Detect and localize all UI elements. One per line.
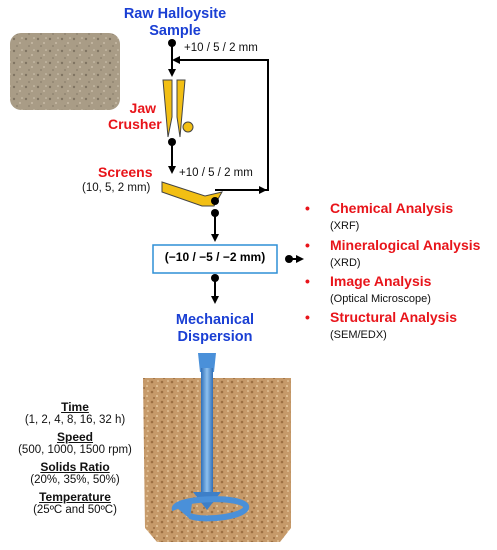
- screen-deck-icon: [161, 181, 224, 207]
- condition-speed-values: (500, 1000, 1500 rpm): [18, 444, 132, 456]
- analysis-structural: Structural Analysis: [330, 309, 458, 325]
- analysis-bullet: •: [305, 200, 310, 216]
- screens-sizes: (10, 5, 2 mm): [82, 182, 151, 194]
- analysis-image-method: (Optical Microscope): [330, 293, 431, 305]
- condition-solids-values: (20%, 35%, 50%): [30, 474, 120, 486]
- analysis-chemical: Chemical Analysis: [330, 200, 454, 216]
- jaw-crusher-label: Jaw Crusher: [108, 100, 162, 132]
- jaw-crusher-icon: [162, 79, 194, 138]
- condition-temperature-heading: Temperature: [39, 490, 111, 504]
- analysis-image: Image Analysis: [330, 273, 432, 289]
- title-raw-halloysite-sample: Raw Halloysite Sample: [123, 6, 227, 39]
- recycle-label-lower: +10 / 5 / 2 mm: [179, 167, 253, 179]
- recycle-label-upper: +10 / 5 / 2 mm: [184, 42, 258, 54]
- analysis-mineralogical: Mineralogical Analysis: [330, 237, 481, 253]
- impeller-icon: [172, 353, 249, 522]
- conditions-list: Time (1, 2, 4, 8, 16, 32 h) Speed (500, …: [4, 400, 146, 516]
- analysis-bullet: •: [305, 237, 310, 253]
- screens-label: Screens: [98, 164, 153, 180]
- analysis-chemical-method: (XRF): [330, 220, 360, 232]
- fraction-box-label: (−10 / −5 / −2 mm): [164, 250, 266, 264]
- condition-solids-heading: Solids Ratio: [40, 460, 110, 474]
- condition-temperature-values: (25ºC and 50ºC): [33, 504, 117, 516]
- halloysite-sample-photo: [10, 33, 120, 110]
- condition-speed-heading: Speed: [56, 430, 93, 444]
- condition-time-values: (1, 2, 4, 8, 16, 32 h): [24, 414, 126, 426]
- mechanical-dispersion-label: Mechanical Dispersion: [175, 312, 255, 345]
- analysis-bullet: •: [305, 309, 310, 325]
- node-dot: [211, 197, 219, 205]
- analysis-mineralogical-method: (XRD): [330, 257, 361, 269]
- condition-time-heading: Time: [61, 400, 89, 414]
- analysis-structural-method: (SEM/EDX): [330, 329, 387, 341]
- analysis-bullet: •: [305, 273, 310, 289]
- fraction-box: [152, 244, 278, 274]
